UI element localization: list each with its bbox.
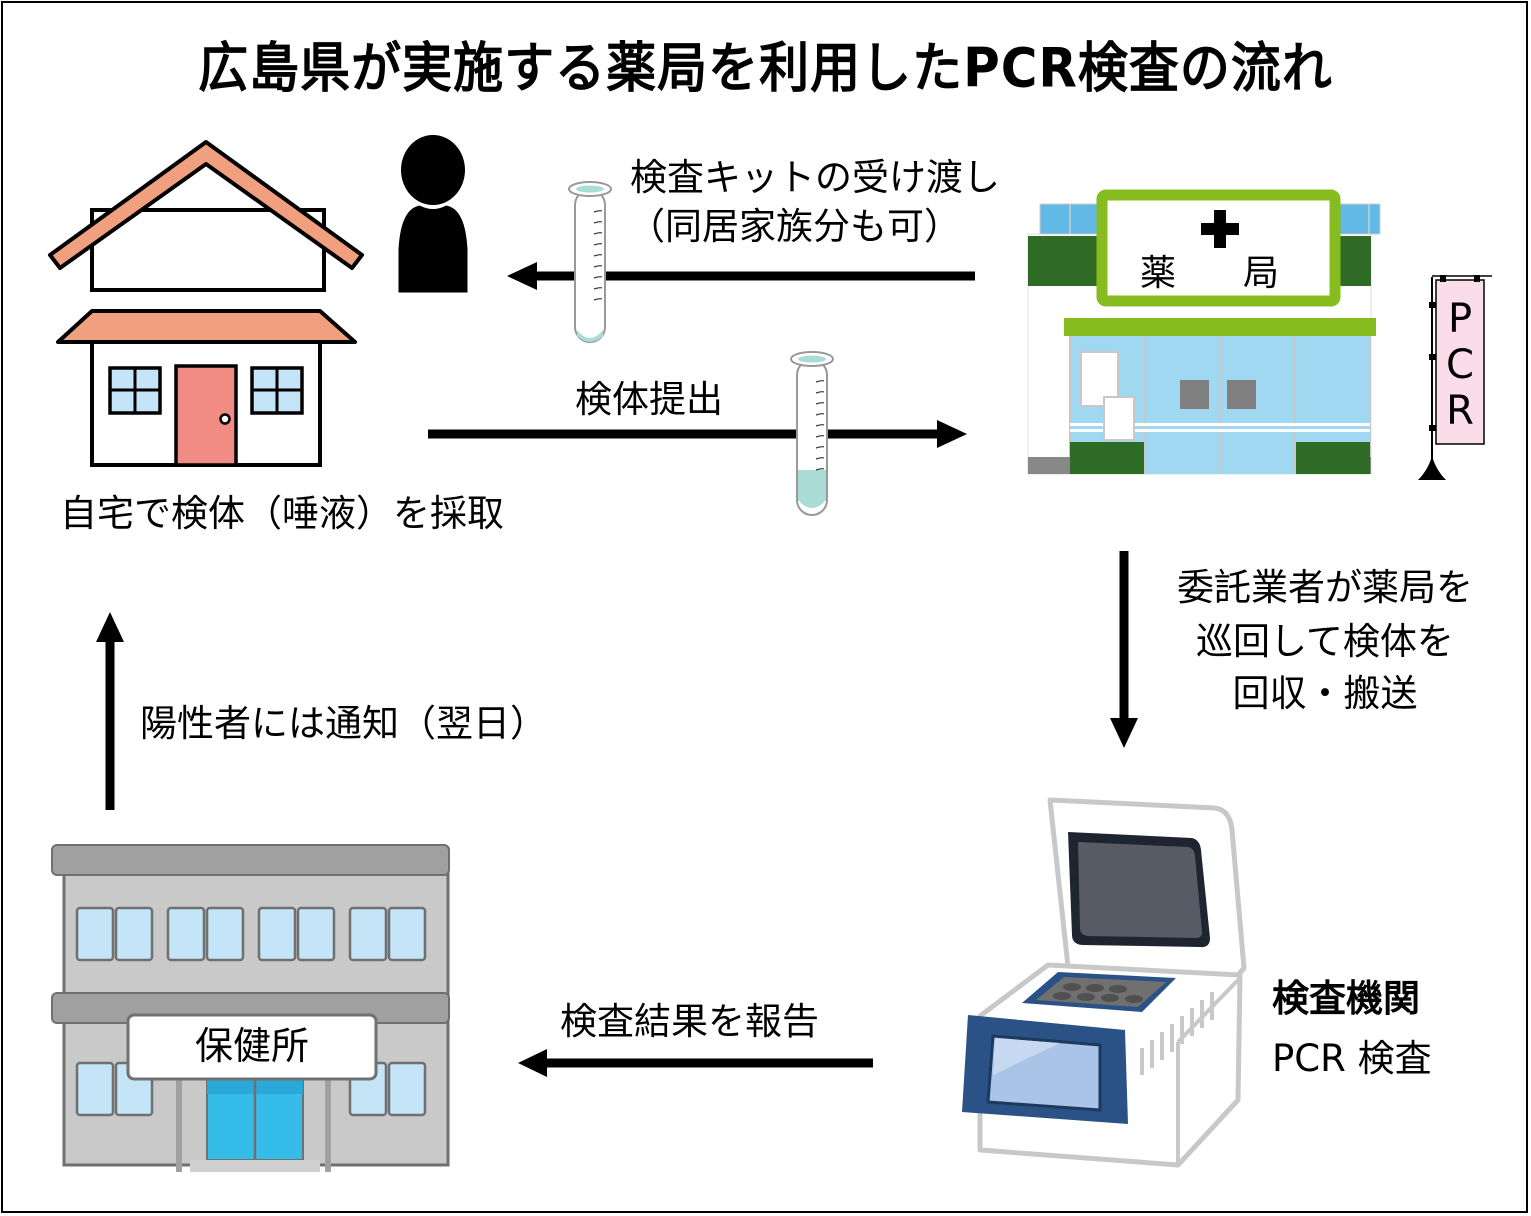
label-collection-line2: 巡回して検体を: [1196, 620, 1454, 663]
arrow-report: [518, 1049, 873, 1077]
window-icon: [108, 366, 162, 415]
pharmacy-icon: [1027, 189, 1381, 475]
label-report: 検査結果を報告: [560, 1000, 819, 1043]
house-icon: [48, 140, 364, 467]
pharmacy-sign-char2: 局: [1243, 253, 1280, 294]
label-kit-handover-line2: （同居家族分も可）: [628, 205, 961, 248]
arrow-kit-handover: [507, 262, 975, 290]
label-collection-line3: 回収・搬送: [1232, 672, 1418, 715]
label-kit-handover-line1: 検査キットの受け渡し: [630, 156, 1000, 199]
label-notification: 陽性者には通知（翌日）: [140, 702, 547, 745]
arrow-specimen-submission: [428, 420, 967, 448]
test-tube-empty-icon: [568, 181, 612, 343]
person-icon: [397, 135, 469, 294]
label-lab-line2: PCR 検査: [1272, 1037, 1432, 1080]
label-collection-line1: 委託業者が薬局を: [1177, 566, 1473, 609]
test-tube-filled-icon: [790, 351, 834, 516]
arrow-collection: [1110, 551, 1138, 748]
health-center-sign-text: 保健所: [194, 1024, 309, 1068]
door-icon: [174, 364, 238, 467]
label-home: 自宅で検体（唾液）を採取: [60, 492, 504, 535]
label-specimen-submission: 検体提出: [575, 378, 723, 421]
label-lab-line1: 検査機関: [1272, 977, 1420, 1020]
pcr-banner-icon: [1418, 275, 1492, 480]
pcr-banner-text: PCR: [1446, 296, 1474, 434]
pharmacy-sign-char1: 薬: [1140, 253, 1177, 294]
diagram-title: 広島県が実施する薬局を利用したPCR検査の流れ: [198, 37, 1333, 100]
cross-icon: [1201, 210, 1239, 248]
window-icon: [250, 366, 304, 415]
pcr-machine-icon: [962, 797, 1247, 1168]
arrow-notification: [96, 612, 124, 810]
health-center-icon: [51, 844, 450, 1172]
